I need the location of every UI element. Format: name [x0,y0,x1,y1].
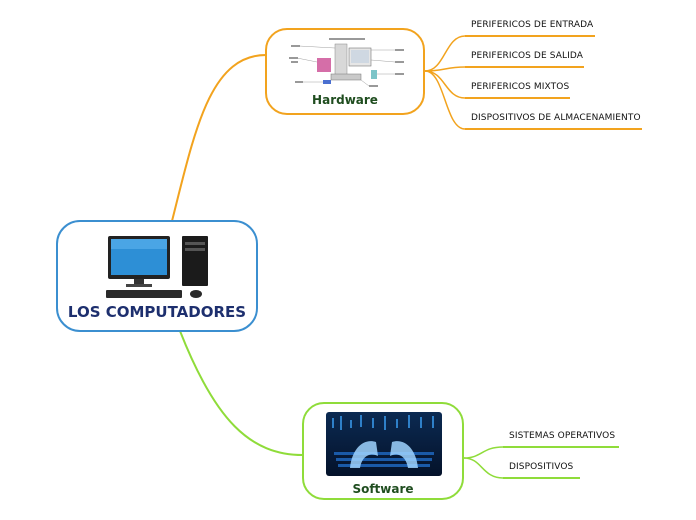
link-central-software [179,330,304,456]
hardware-leaf-underlines [465,35,642,130]
central-topic-node[interactable]: LOS COMPUTADORES [56,220,258,332]
software-title: Software [352,482,414,496]
desktop-computer-icon [106,236,208,298]
computer-components-diagram-icon [289,38,404,87]
hands-typing-keyboard-icon [326,412,442,476]
leaf-perifericos-salida[interactable]: PERIFERICOS DE SALIDA [471,51,583,61]
central-topic-title: LOS COMPUTADORES [67,303,247,321]
leaf-dispositivos[interactable]: DISPOSITIVOS [509,462,574,472]
leaf-sistemas-operativos[interactable]: SISTEMAS OPERATIVOS [509,431,616,441]
hardware-title: Hardware [312,93,378,107]
leaf-dispositivos-almacenamiento[interactable]: DISPOSITIVOS DE ALMACENAMIENTO [471,113,641,123]
hardware-node[interactable]: Hardware [265,28,425,115]
software-leaf-links [463,446,504,479]
software-node[interactable]: Software [302,402,464,500]
hardware-leaf-links [424,35,466,130]
leaf-perifericos-entrada[interactable]: PERIFERICOS DE ENTRADA [471,20,594,30]
link-central-hardware [171,54,267,222]
leaf-perifericos-mixtos[interactable]: PERIFERICOS MIXTOS [471,82,570,92]
software-leaf-underlines [503,446,619,479]
